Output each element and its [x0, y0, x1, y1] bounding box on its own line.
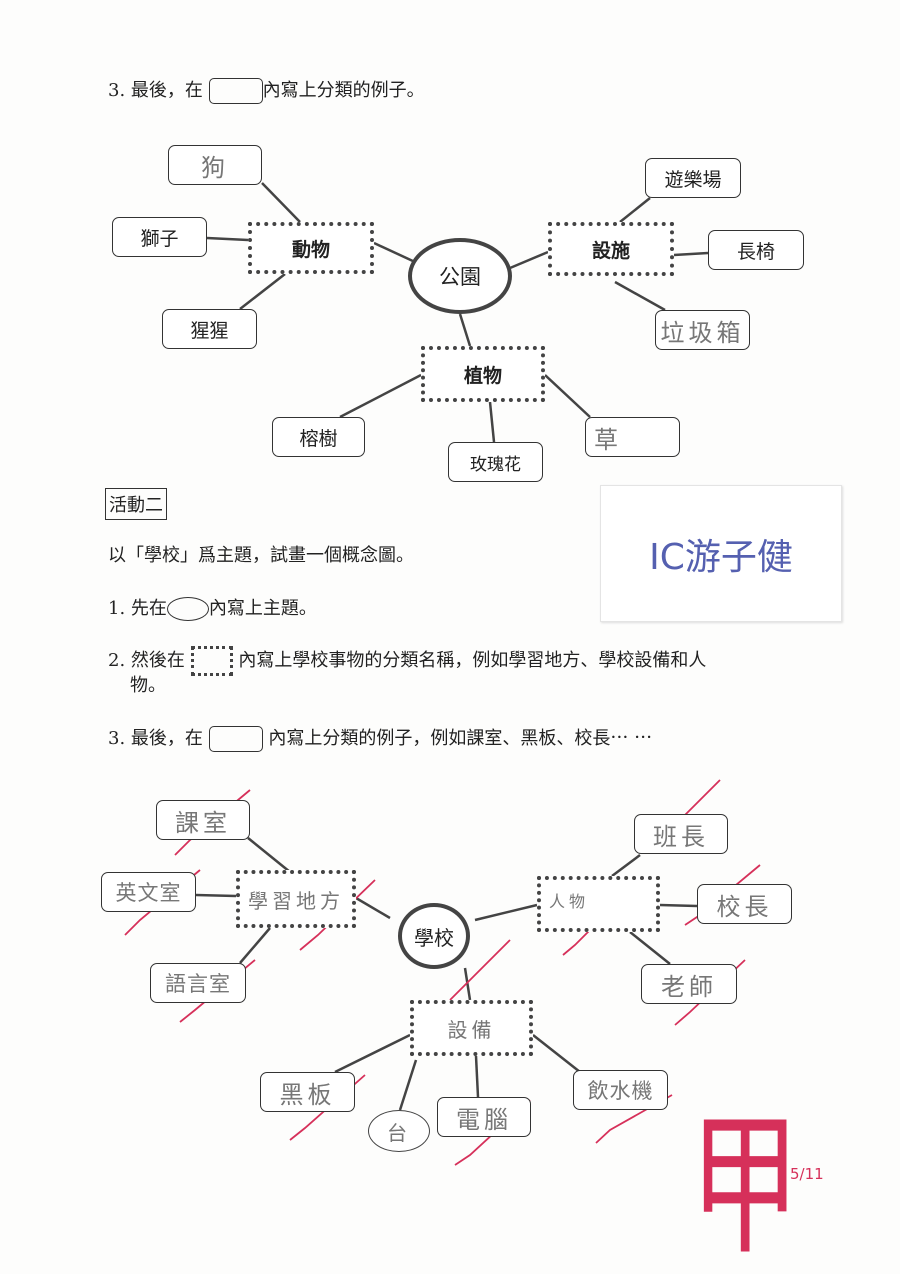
topic-school: 學校: [398, 903, 470, 969]
activity2-heading: 活動二: [105, 488, 167, 520]
grade-mark: 甲: [690, 1096, 800, 1274]
example-water-fountain: 飲水機: [573, 1070, 668, 1110]
example-trash-bin: 垃圾箱: [655, 310, 750, 350]
activity2-step2-cont: 物。: [130, 675, 166, 696]
example-rose: 玫瑰花: [448, 442, 543, 482]
instruction-suffix: 內寫上分類的例子。: [262, 80, 425, 101]
example-banyan: 榕樹: [272, 417, 365, 457]
example-bench: 長椅: [708, 230, 804, 270]
example-classroom: 課室: [156, 800, 250, 840]
topic-circle-symbol: [166, 597, 209, 621]
category-animals: 動物: [248, 222, 374, 274]
example-english-room: 英文室: [101, 872, 196, 912]
category-people: 人物: [537, 876, 660, 932]
step1-prefix: 1. 先在: [108, 598, 167, 619]
example-box-symbol: [208, 726, 263, 752]
activity2-step3: 3. 最後，在 內寫上分類的例子，例如課室、黑板、校長⋯ ⋯: [108, 724, 652, 752]
example-teacher: 老師: [641, 964, 737, 1004]
topic-park: 公園: [408, 238, 512, 314]
category-learning-places: 學習地方: [236, 870, 356, 928]
part1-instruction: 3. 最後，在 內寫上分類的例子。: [108, 76, 425, 104]
category-equipment: 設備: [410, 1000, 533, 1056]
example-principal: 校長: [697, 884, 792, 924]
example-playground: 遊樂場: [645, 158, 741, 198]
category-plants: 植物: [421, 346, 545, 402]
activity2-step2: 2. 然後在 內寫上學校事物的分類名稱，例如學習地方、學校設備和人: [108, 646, 706, 676]
example-blackboard: 黑板: [260, 1072, 355, 1112]
step2-suffix: 內寫上學校事物的分類名稱，例如學習地方、學校設備和人: [238, 650, 707, 671]
category-box-symbol: [190, 646, 233, 676]
instruction-prefix: 3. 最後，在: [108, 80, 203, 101]
step1-suffix: 內寫上主題。: [208, 598, 317, 619]
activity2-intro: 以「學校」爲主題，試畫一個概念圖。: [108, 545, 414, 566]
step2-prefix: 2. 然後在: [108, 650, 185, 671]
example-orangutan: 猩猩: [162, 309, 257, 349]
example-computer: 電腦: [437, 1097, 531, 1137]
example-desk: 台: [368, 1110, 430, 1152]
example-lion: 獅子: [112, 217, 207, 257]
example-box-symbol: [208, 78, 263, 104]
example-language-room: 語言室: [150, 963, 246, 1003]
step3-suffix: 內寫上分類的例子，例如課室、黑板、校長⋯ ⋯: [268, 728, 653, 749]
example-class-monitor: 班長: [634, 814, 728, 854]
date-mark: 5/11: [790, 1165, 824, 1183]
example-grass: 草: [585, 417, 680, 457]
name-sticker: IC游子健: [600, 485, 842, 622]
activity2-step1: 1. 先在 內寫上主題。: [108, 594, 317, 621]
step3-prefix: 3. 最後，在: [108, 728, 203, 749]
example-dog: 狗: [168, 145, 262, 185]
category-facilities: 設施: [548, 222, 674, 276]
